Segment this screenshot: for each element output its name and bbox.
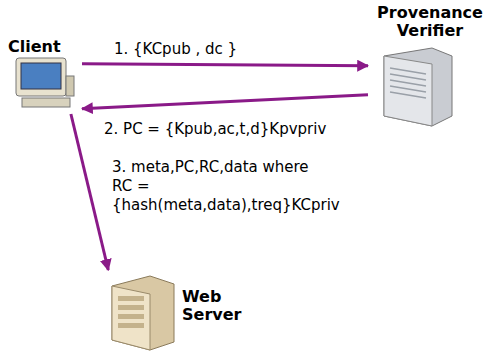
drive-bay — [118, 305, 144, 310]
screen — [21, 63, 61, 89]
vent — [390, 80, 426, 86]
host-node: Client — [8, 38, 82, 114]
drive-bay — [118, 314, 144, 319]
host-icon — [104, 274, 176, 352]
server-body — [384, 48, 452, 126]
host-icon — [374, 46, 454, 128]
drive-bay — [118, 296, 144, 301]
message-label: 3. meta,PC,RC,data where RC = {hash(meta… — [110, 158, 319, 214]
message-arrow — [82, 95, 368, 109]
vent — [390, 74, 426, 80]
server-front — [384, 56, 432, 126]
server-front — [112, 286, 150, 350]
host-node: Web Server — [100, 270, 266, 354]
host-name: Client — [8, 38, 82, 56]
monitor — [16, 58, 66, 96]
host-icon — [14, 56, 76, 112]
host-name: Provenance Verifier — [368, 4, 492, 41]
case — [66, 76, 74, 96]
host-name: Web Server — [182, 288, 266, 325]
host-node: Provenance Verifier — [368, 4, 492, 130]
message-label: 2. PC = {Kpub,ac,t,d}Kpvpriv — [102, 120, 328, 139]
message-label: 1. {KCpub , dc } — [112, 40, 239, 59]
vent — [390, 68, 426, 74]
message-arrow — [82, 64, 368, 66]
vent — [390, 92, 426, 98]
vent — [390, 86, 426, 92]
keyboard — [22, 98, 70, 107]
server-body — [112, 276, 174, 350]
drive-bay — [118, 323, 144, 328]
